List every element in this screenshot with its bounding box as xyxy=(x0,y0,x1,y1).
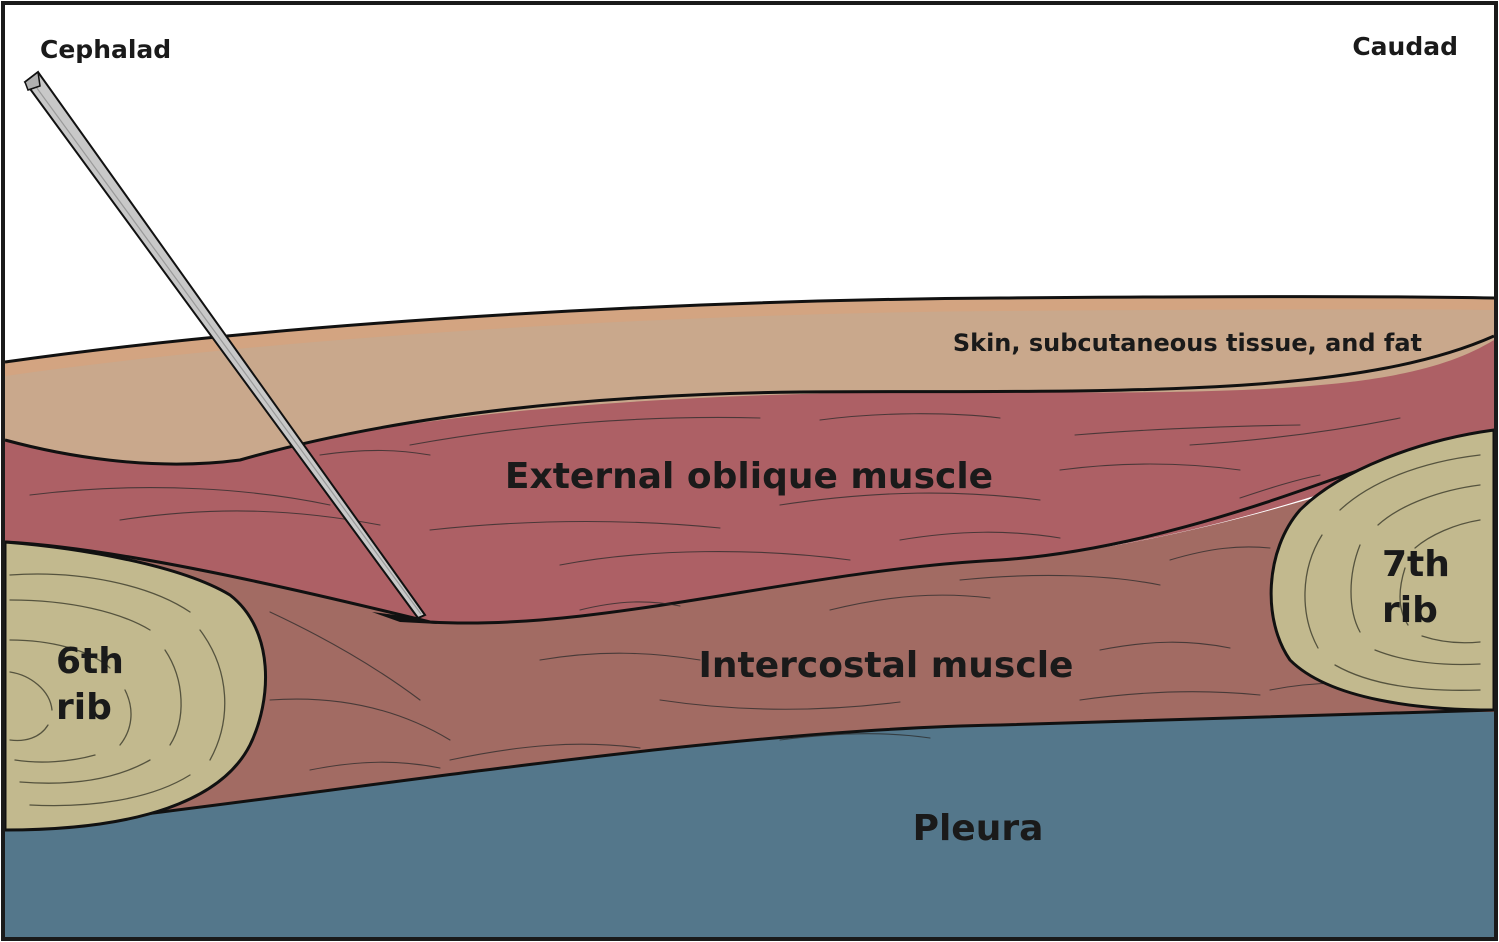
skin-surface-band xyxy=(5,296,1494,376)
external-oblique-label: External oblique muscle xyxy=(505,456,993,497)
intercostal-label: Intercostal muscle xyxy=(699,645,1074,686)
needle xyxy=(23,70,438,624)
skin-layer xyxy=(5,296,1494,465)
rib-6-label-line2: rib xyxy=(56,687,112,728)
rib-7-rings xyxy=(1304,454,1481,691)
cephalad-label: Cephalad xyxy=(40,35,171,64)
needle-bevel xyxy=(24,70,41,91)
rib-6 xyxy=(3,540,268,832)
intercostal-muscle-layer xyxy=(5,440,1494,830)
rib-7-label-line1: 7th xyxy=(1382,544,1450,585)
external-oblique-fibers xyxy=(29,413,1401,566)
needle-highlight xyxy=(30,79,422,615)
skin-muscle-boundary xyxy=(4,334,1495,466)
skin-surface-outline xyxy=(4,295,1495,364)
pleura-layer xyxy=(5,710,1494,937)
intercostal-pleura-boundary xyxy=(4,708,1495,832)
rib-6-label-line1: 6th xyxy=(56,641,124,682)
intercostal-fibers xyxy=(269,546,1361,771)
rib-7-label-line2: rib xyxy=(1382,590,1438,631)
rib-6-rings xyxy=(9,573,226,807)
skin-label: Skin, subcutaneous tissue, and fat xyxy=(953,329,1422,357)
pleura-label: Pleura xyxy=(913,808,1044,849)
oblique-intercostal-boundary xyxy=(4,468,1361,625)
needle-tip xyxy=(372,612,438,624)
caudad-label: Caudad xyxy=(1352,32,1458,61)
